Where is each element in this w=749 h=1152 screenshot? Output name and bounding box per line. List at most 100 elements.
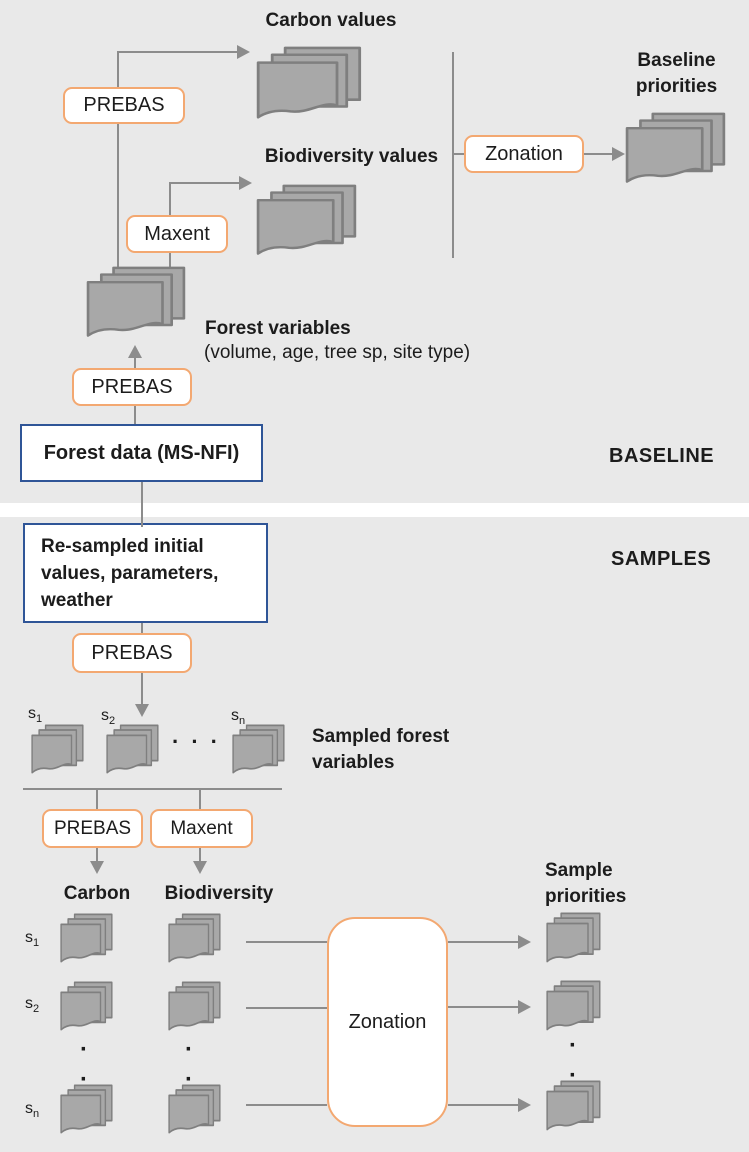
maxent-label: Maxent [144, 222, 210, 245]
carbon-values-stack-icon [256, 46, 364, 128]
forest-variables-detail: (volume, age, tree sp, site type) [204, 342, 471, 363]
connector-prebas-to-carbon-horizontal [117, 51, 237, 53]
sampled-forest-title: Sampled forest variables [312, 724, 449, 776]
biodiversity-values-title: Biodiversity values [264, 146, 439, 167]
connector-maxent-to-stack [169, 253, 171, 267]
arrowhead-to-baseline-priorities [612, 147, 625, 161]
sample-id-sn: sn [231, 707, 246, 728]
prebas-label: PREBAS [91, 641, 173, 664]
sample-id-sub: 2 [33, 1003, 40, 1016]
sampled-forest-line2: variables [312, 752, 395, 773]
sample-id-sub: 2 [109, 715, 116, 728]
baseline-section-label: BASELINE [609, 445, 715, 467]
ellipsis-vertical-carbon: · · [78, 1035, 90, 1095]
arrowhead-to-biodiversity-stack [239, 176, 252, 190]
sample-priorities-stack-s1-icon [546, 912, 602, 969]
baseline-priorities-line1: Baseline [637, 50, 716, 71]
sample-id-base: s [28, 705, 36, 722]
connector-prebas-to-forest-variables [117, 124, 119, 267]
dot: · [569, 1062, 577, 1089]
line-s2-to-zonation [246, 1007, 327, 1009]
dot: · [185, 1066, 193, 1093]
samples-panel: Re-sampled initial values, parameters, w… [0, 517, 749, 1152]
sample-priorities-stack-sn-icon [546, 1080, 602, 1137]
resampled-line1: Re-sampled initial [41, 535, 204, 557]
arrowhead-out-s1 [518, 935, 531, 949]
ellipsis-vertical-biodiversity: · · [183, 1035, 195, 1095]
zonation-label: Zonation [485, 142, 563, 165]
arrowhead-to-sampled-stacks [135, 704, 149, 717]
maxent-box-baseline: Maxent [126, 215, 228, 253]
carbon-stack-s1-icon [60, 913, 114, 969]
connector-maxent-to-biodiversity-horizontal [169, 182, 239, 184]
maxent-box-samples: Maxent [150, 809, 253, 848]
biodiversity-stack-sn-icon [168, 1084, 222, 1140]
sampled-forest-line1: Sampled forest [312, 726, 450, 747]
connector-prebas2-up [134, 357, 136, 368]
arrowhead-to-carbon-column [90, 861, 104, 874]
baseline-priorities-line2: priorities [635, 76, 718, 97]
samples-section-label: SAMPLES [611, 548, 712, 570]
baseline-panel: Carbon values PREBAS Biodiversity values… [0, 0, 749, 503]
line-zonation-out-s1 [448, 941, 518, 943]
prebas-label: PREBAS [83, 94, 165, 116]
prebas-label: PREBAS [91, 375, 173, 398]
biodiversity-column-header: Biodiversity [164, 883, 274, 904]
connector-baseline-to-samples [141, 482, 143, 527]
dot: · [80, 1066, 88, 1093]
drop-to-maxent [199, 788, 201, 809]
connector-prebas-to-carbon-vertical [117, 52, 119, 87]
arrowhead-to-biodiversity-column [193, 861, 207, 874]
dot: · [80, 1036, 88, 1063]
row-label-s1: s1 [25, 929, 40, 950]
connector-resampled-to-prebas [141, 623, 143, 633]
carbon-stack-s2-icon [60, 981, 114, 1037]
sample-priorities-line2: priorities [545, 886, 627, 907]
drop-to-prebas [96, 788, 98, 809]
ellipsis-vertical-priorities: · · [567, 1031, 579, 1091]
arrowhead-up-to-forest-variables [128, 345, 142, 358]
sample-id-base: s [101, 707, 109, 724]
arrowhead-out-s2 [518, 1000, 531, 1014]
resampled-line2: values, parameters, [41, 562, 219, 584]
sample-id-s1: s1 [28, 705, 42, 725]
dot: · [569, 1032, 577, 1059]
connector-prebas-to-sampled-stacks [141, 673, 143, 704]
sample-id-base: s [25, 1100, 33, 1117]
sampled-stack-sn-icon [232, 724, 286, 780]
biodiversity-stack-s1-icon [168, 913, 222, 969]
line-zonation-out-s2 [448, 1006, 518, 1008]
baseline-priorities-title: Baseline priorities [625, 48, 728, 100]
row-label-s2: s2 [25, 995, 40, 1016]
carbon-stack-sn-icon [60, 1084, 114, 1140]
arrowhead-out-sn [518, 1098, 531, 1112]
carbon-values-title: Carbon values [265, 10, 397, 31]
zonation-box-samples: Zonation [327, 917, 448, 1127]
sample-priorities-line1: Sample [545, 860, 613, 881]
sample-id-sub: 1 [33, 937, 40, 950]
collector-line [23, 788, 282, 790]
dot: · [185, 1036, 193, 1063]
biodiversity-values-stack-icon [256, 184, 359, 264]
sample-id-base: s [25, 929, 33, 946]
forest-variables-title: Forest variables [205, 318, 351, 339]
sample-id-base: s [231, 707, 239, 724]
forest-data-label: Forest data (MS-NFI) [43, 441, 240, 464]
prebas-label: PREBAS [53, 817, 132, 839]
biodiversity-stack-s2-icon [168, 981, 222, 1037]
connector-zonation-to-priorities [584, 153, 612, 155]
line-s1-to-zonation [246, 941, 327, 943]
sample-priorities-title: Sample priorities [545, 858, 626, 910]
carbon-column-header: Carbon [63, 883, 131, 904]
sample-id-sub: n [239, 715, 246, 728]
zonation-box-baseline: Zonation [464, 135, 584, 173]
sample-id-base: s [25, 995, 33, 1012]
row-label-sn: sn [25, 1100, 39, 1120]
connector-maxent-to-biodiversity-vertical [169, 183, 171, 215]
sampled-stack-s2-icon [106, 724, 160, 780]
connector-prebas-down [96, 848, 98, 861]
forest-variables-stack-icon [86, 266, 188, 346]
forest-data-box: Forest data (MS-NFI) [20, 424, 263, 482]
resampled-box: Re-sampled initial values, parameters, w… [23, 523, 268, 623]
